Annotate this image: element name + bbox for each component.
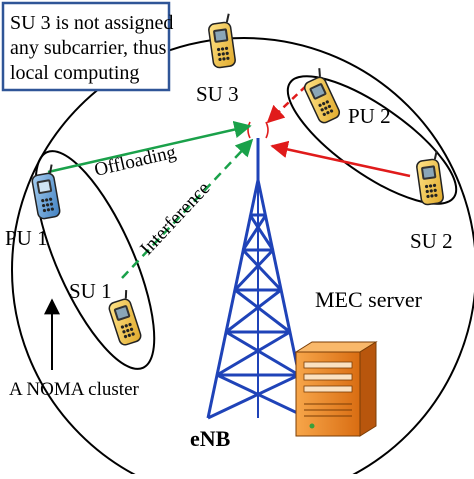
noma-cluster-label: A NOMA cluster [9,379,140,400]
su2-label: SU 2 [410,229,453,253]
su3-label: SU 3 [196,82,239,106]
note-line-1: SU 3 is not assigned [10,12,173,34]
offloading-link [47,120,252,174]
pu2-link [266,85,307,124]
su3-phone-icon [205,12,237,70]
noma-cluster-left-ellipse [34,150,156,370]
note-line-2: any subcarrier, thus [10,37,167,59]
note-line-3: local computing [10,62,139,84]
su2-phone-icon [413,149,445,207]
su1-label: SU 1 [69,279,112,303]
noma-cluster-right-ellipse [286,75,458,205]
interference-label: Interference [136,178,214,259]
su2-link [270,140,411,178]
enb-tower-icon [206,138,310,420]
pu1-label: PU 1 [5,226,48,250]
mec-server-label: MEC server [315,287,423,312]
enb-label: eNB [190,426,231,451]
mec-server-icon [294,341,378,437]
pu2-label: PU 2 [348,104,391,128]
cell-coverage-circle [11,37,474,479]
note-box: SU 3 is not assigned any subcarrier, thu… [1,1,173,92]
pu1-phone-icon [28,163,62,221]
offloading-label: Offloading [92,142,178,181]
tower-signal-icon [247,121,269,139]
interference-link [121,138,254,279]
